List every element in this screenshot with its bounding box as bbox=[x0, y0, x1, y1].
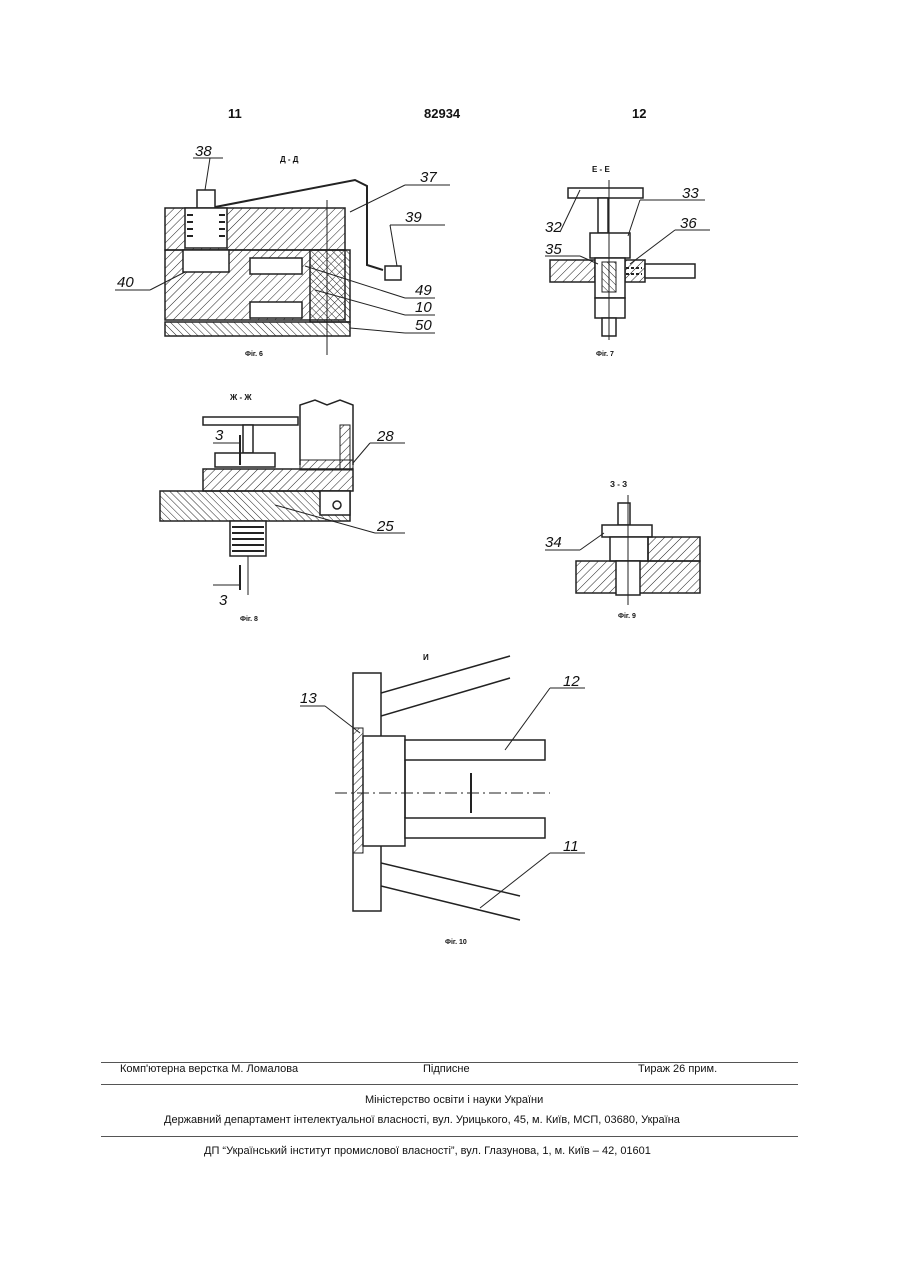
fig6-section-title: Д - Д bbox=[280, 155, 299, 164]
footer-divider-middle bbox=[101, 1084, 798, 1085]
figure-9: З - З 34 Фіг. 9 bbox=[540, 475, 710, 625]
fig6-label-10: 10 bbox=[415, 299, 432, 316]
fig10-label-12: 12 bbox=[563, 673, 580, 690]
fig9-section-title: З - З bbox=[610, 480, 627, 489]
footer-circulation: Тираж 26 прим. bbox=[638, 1063, 717, 1075]
fig7-caption: Фіг. 7 bbox=[596, 350, 614, 358]
fig9-caption: Фіг. 9 bbox=[618, 612, 636, 620]
fig6-label-38: 38 bbox=[195, 143, 212, 160]
fig10-label-11: 11 bbox=[563, 838, 579, 855]
fig7-label-35: 35 bbox=[545, 241, 562, 258]
fig6-label-49: 49 bbox=[415, 282, 432, 299]
footer-institute: ДП “Український інститут промислової вла… bbox=[204, 1145, 651, 1157]
fig6-label-40: 40 bbox=[117, 274, 134, 291]
footer-signed: Підписне bbox=[423, 1063, 470, 1075]
fig10-section-title: И bbox=[423, 653, 429, 662]
figure-10: И 13 12 11 Фіг. 10 bbox=[295, 648, 595, 953]
fig8-label-3-bottom: 3 bbox=[219, 592, 228, 609]
fig6-caption: Фіг. 6 bbox=[245, 350, 263, 358]
fig9-label-34: 34 bbox=[545, 534, 562, 551]
patent-number: 82934 bbox=[424, 106, 460, 121]
page-number-left: 11 bbox=[228, 106, 242, 121]
figure-6: Д - Д 38 37 39 40 49 10 50 Фіг. 6 bbox=[115, 140, 450, 365]
figure-7: Е - Е 32 33 36 35 Фіг. 7 bbox=[540, 160, 720, 365]
footer-divider-bottom bbox=[101, 1136, 798, 1137]
fig6-label-50: 50 bbox=[415, 317, 432, 334]
figure-8: Ж - Ж 3 28 25 3 Фіг. 8 bbox=[155, 385, 415, 625]
fig10-label-13: 13 bbox=[300, 690, 317, 707]
fig8-label-28: 28 bbox=[376, 428, 394, 445]
fig7-label-32: 32 bbox=[545, 219, 562, 236]
fig8-section-title: Ж - Ж bbox=[229, 393, 252, 402]
fig6-label-39: 39 bbox=[405, 209, 422, 226]
fig10-caption: Фіг. 10 bbox=[445, 938, 467, 946]
fig7-section-title: Е - Е bbox=[592, 165, 610, 174]
footer-layout-credit: Комп'ютерна верстка М. Ломалова bbox=[120, 1063, 298, 1075]
footer-ministry: Міністерство освіти і науки України bbox=[365, 1094, 543, 1106]
fig8-label-25: 25 bbox=[376, 518, 394, 535]
fig8-caption: Фіг. 8 bbox=[240, 615, 258, 623]
fig6-label-37: 37 bbox=[420, 169, 437, 186]
page-number-right: 12 bbox=[632, 106, 646, 121]
footer-department: Державний департамент інтелектуальної вл… bbox=[164, 1114, 680, 1126]
fig7-label-33: 33 bbox=[682, 185, 699, 202]
fig8-label-3-top: 3 bbox=[215, 427, 224, 444]
fig7-label-36: 36 bbox=[680, 215, 697, 232]
